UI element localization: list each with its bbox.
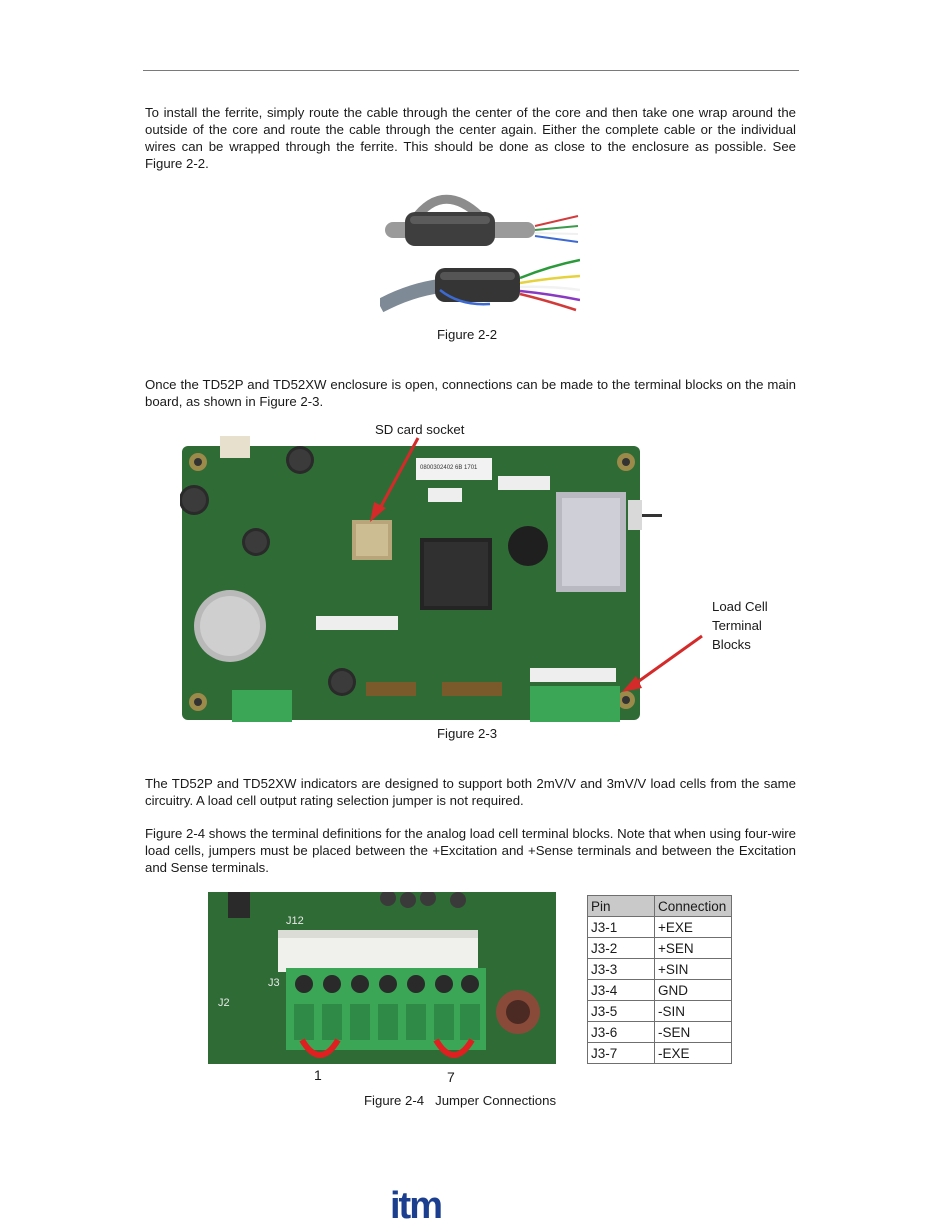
pin-connection-table: Pin Connection J3-1+EXE J3-2+SEN J3-3+SI… bbox=[587, 895, 732, 1064]
j3-silkscreen: J3 bbox=[268, 977, 280, 989]
main-board-photo: 0800302402 6B 1701 bbox=[180, 436, 665, 722]
figure-2-3-caption: Figure 2-3 bbox=[437, 726, 498, 741]
table-row: J3-7-EXE bbox=[587, 1042, 732, 1064]
figure-2-4-caption: Figure 2-4 Jumper Connections bbox=[364, 1093, 557, 1108]
pin-cell: J3-1 bbox=[587, 916, 655, 938]
header-rule bbox=[143, 70, 799, 71]
load-cell-arrow bbox=[622, 634, 703, 692]
sd-card-arrow bbox=[370, 437, 420, 522]
terminal-block-photo: J12 J3 J2 bbox=[208, 892, 556, 1064]
connection-cell: +EXE bbox=[654, 916, 732, 938]
connection-cell: -SIN bbox=[654, 1000, 732, 1022]
sd-card-label: SD card socket bbox=[375, 422, 465, 437]
pin-1-label: 1 bbox=[314, 1067, 322, 1083]
table-header-pin: Pin bbox=[587, 895, 655, 917]
table-row: J3-1+EXE bbox=[587, 916, 732, 938]
connection-cell: -EXE bbox=[654, 1042, 732, 1064]
table-header-row: Pin Connection bbox=[587, 895, 732, 917]
figure-2-2-caption: Figure 2-2 bbox=[437, 327, 498, 342]
circuitry-paragraph: The TD52P and TD52XW indicators are desi… bbox=[145, 776, 796, 808]
pin-cell: J3-5 bbox=[587, 1000, 655, 1022]
ferrite-paragraph: To install the ferrite, simply route the… bbox=[145, 105, 796, 171]
j12-silkscreen: J12 bbox=[286, 915, 304, 927]
table-row: J3-3+SIN bbox=[587, 958, 732, 980]
itm-logo: itm bbox=[390, 1188, 443, 1222]
load-cell-label: Load Cell Terminal Blocks bbox=[712, 597, 768, 654]
connection-cell: GND bbox=[654, 979, 732, 1001]
terminals-paragraph: Figure 2-4 shows the terminal definition… bbox=[145, 826, 796, 875]
table-row: J3-6-SEN bbox=[587, 1021, 732, 1043]
connection-cell: +SEN bbox=[654, 937, 732, 959]
load-cell-label-line-3: Blocks bbox=[712, 637, 751, 652]
table-row: J3-5-SIN bbox=[587, 1000, 732, 1022]
table-header-connection: Connection bbox=[654, 895, 732, 917]
pin-cell: J3-4 bbox=[587, 979, 655, 1001]
load-cell-label-line-1: Load Cell bbox=[712, 599, 768, 614]
table-row: J3-2+SEN bbox=[587, 937, 732, 959]
load-cell-label-line-2: Terminal bbox=[712, 618, 762, 633]
pin-7-label: 7 bbox=[447, 1069, 455, 1085]
connection-cell: -SEN bbox=[654, 1021, 732, 1043]
board-sticker-text: 0800302402 6B 1701 bbox=[420, 465, 478, 471]
itm-logo-text: itm bbox=[390, 1188, 441, 1222]
j2-silkscreen: J2 bbox=[218, 997, 230, 1009]
pin-cell: J3-7 bbox=[587, 1042, 655, 1064]
pin-cell: J3-2 bbox=[587, 937, 655, 959]
connection-cell: +SIN bbox=[654, 958, 732, 980]
pin-cell: J3-3 bbox=[587, 958, 655, 980]
enclosure-paragraph: Once the TD52P and TD52XW enclosure is o… bbox=[145, 377, 796, 409]
pin-cell: J3-6 bbox=[587, 1021, 655, 1043]
ferrite-photo bbox=[380, 186, 580, 324]
